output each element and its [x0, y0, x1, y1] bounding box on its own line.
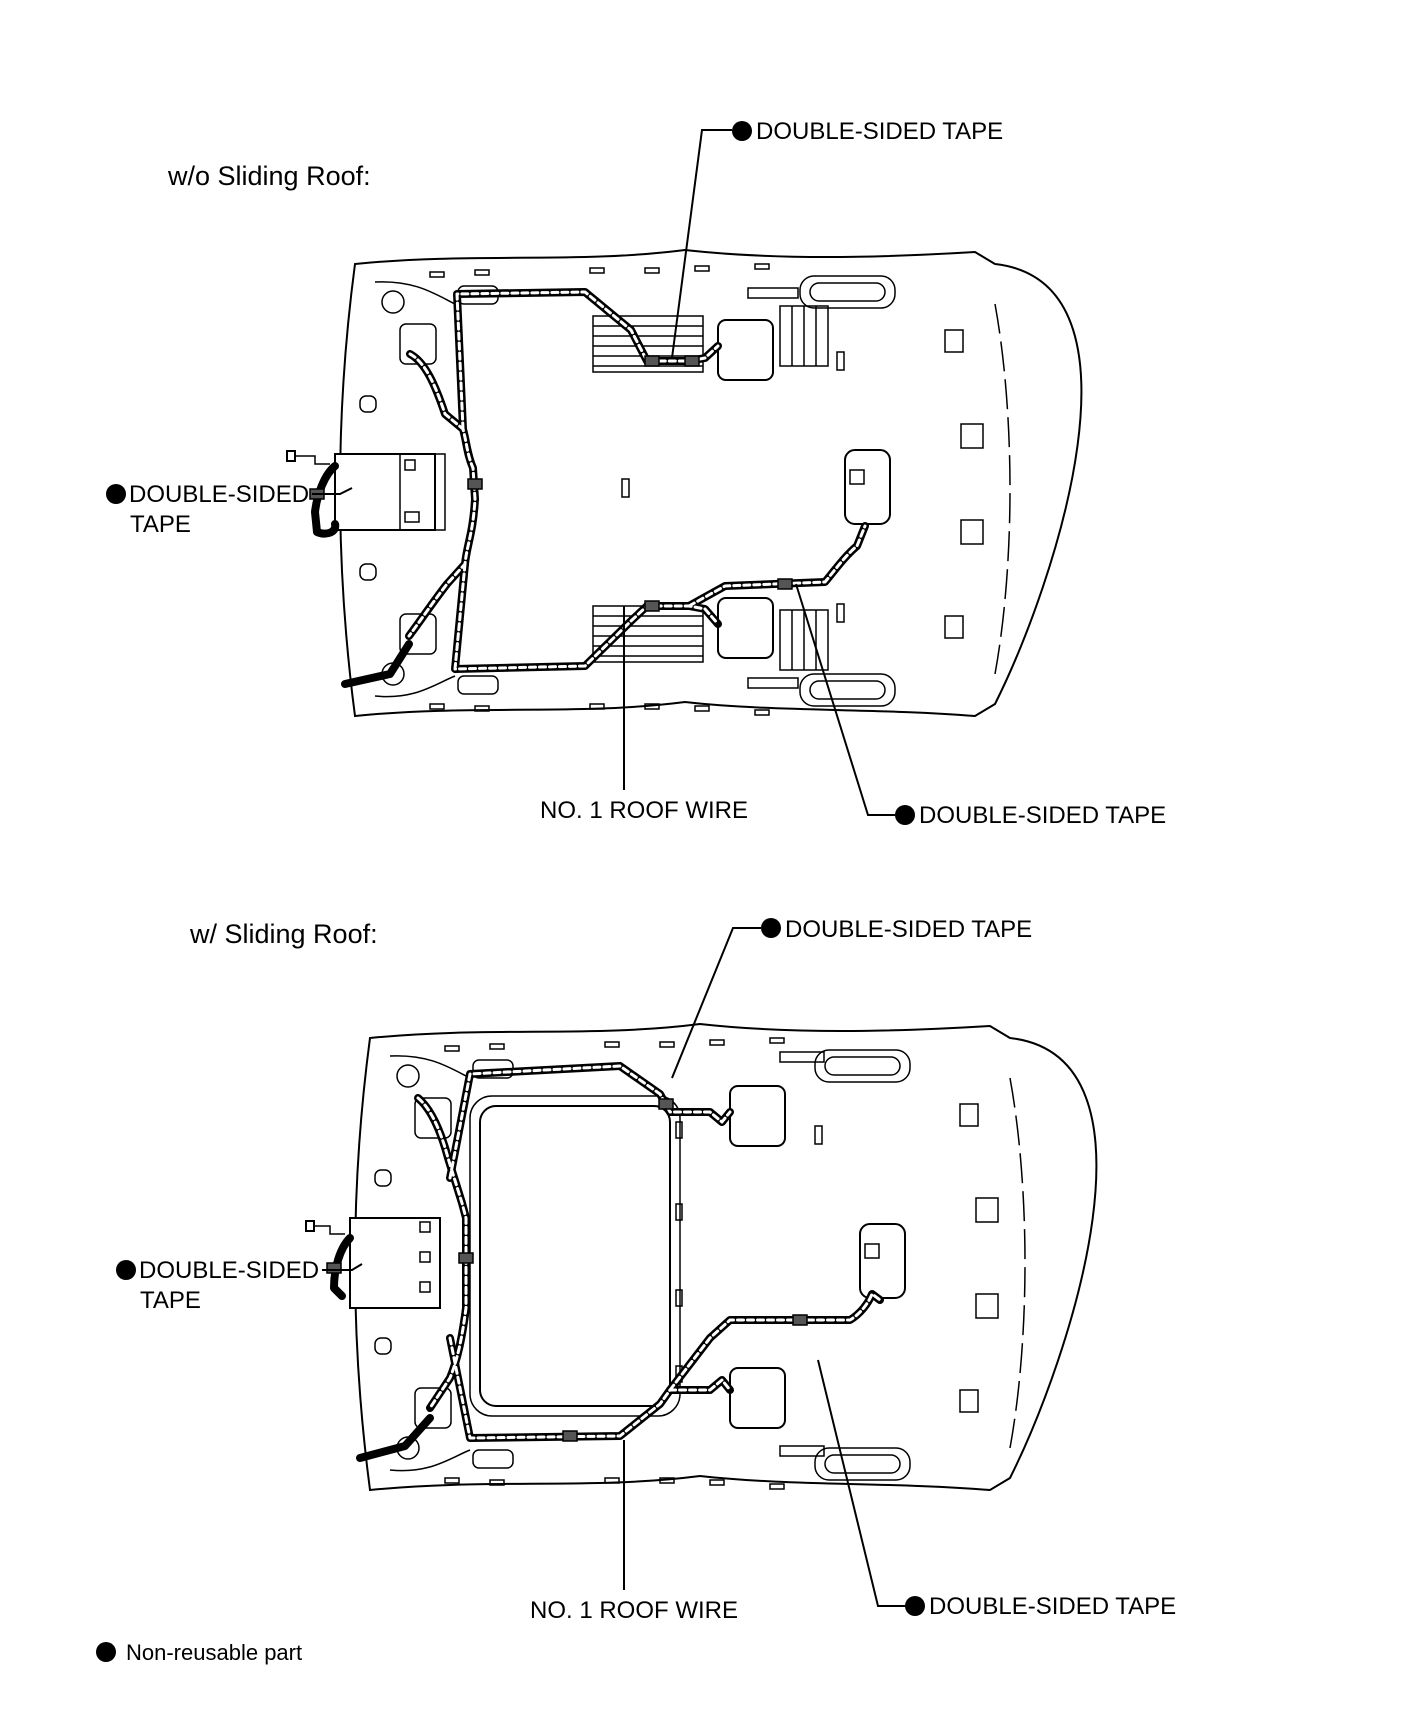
headliner-outline [305, 1023, 1098, 1491]
callout-label: TAPE [140, 1287, 201, 1314]
callout-label: TAPE [130, 511, 191, 538]
callout-bottom-tape: DOUBLE-SIDED TAPE [817, 1359, 1176, 1620]
speaker-pad-front [717, 319, 774, 381]
sliding-roof-opening [479, 1105, 671, 1407]
tape-marker [458, 1252, 474, 1264]
tape-marker [326, 1262, 342, 1274]
callout-label: DOUBLE-SIDED TAPE [785, 916, 1032, 943]
diagram-without-sliding-roof: w/o Sliding Roof: [106, 118, 1166, 829]
callout-top-tape: DOUBLE-SIDED TAPE [671, 118, 1003, 359]
callout-label: NO. 1 ROOF WIRE [530, 1597, 738, 1624]
non-reusable-marker-icon [905, 1596, 925, 1616]
tape-marker [658, 1098, 674, 1110]
no1-roof-wire [305, 1062, 884, 1462]
overhead-console [349, 1217, 441, 1309]
legend-text: Non-reusable part [126, 1640, 302, 1665]
non-reusable-marker-icon [106, 484, 126, 504]
no1-roof-wire [286, 288, 869, 688]
callout-roof-wire: NO. 1 ROOF WIRE [530, 1440, 738, 1624]
legend: Non-reusable part [96, 1640, 302, 1665]
diagram-title: w/ Sliding Roof: [189, 919, 378, 949]
callout-label: DOUBLE-SIDED TAPE [756, 118, 1003, 145]
callout-label: DOUBLE-SIDED [129, 481, 309, 508]
non-reusable-marker-icon [732, 121, 752, 141]
callout-label: NO. 1 ROOF WIRE [540, 797, 748, 824]
callout-label: DOUBLE-SIDED TAPE [929, 1593, 1176, 1620]
tape-marker [684, 355, 700, 367]
tape-marker [792, 1314, 808, 1326]
callout-label: DOUBLE-SIDED [139, 1257, 319, 1284]
dome-lamp [859, 1223, 906, 1299]
headliner-outline [286, 249, 1083, 717]
tape-marker [644, 355, 660, 367]
speaker-pad-rear [717, 597, 774, 659]
non-reusable-marker-icon [895, 805, 915, 825]
speaker-pad-front [729, 1085, 786, 1147]
callout-left-tape: DOUBLE-SIDED TAPE [106, 481, 353, 538]
dome-lamp [844, 449, 891, 525]
diagram-title: w/o Sliding Roof: [167, 161, 371, 191]
diagram-with-sliding-roof: w/ Sliding Roof: [116, 916, 1176, 1624]
speaker-pad-rear [729, 1367, 786, 1429]
callout-left-tape: DOUBLE-SIDED TAPE [116, 1257, 363, 1314]
callout-top-tape: DOUBLE-SIDED TAPE [671, 916, 1032, 1079]
overhead-console [334, 453, 436, 531]
callout-bottom-tape: DOUBLE-SIDED TAPE [795, 583, 1166, 829]
tape-marker [777, 578, 793, 590]
tape-marker [467, 478, 483, 490]
non-reusable-marker-icon [116, 1260, 136, 1280]
non-reusable-marker-icon [96, 1642, 116, 1662]
non-reusable-marker-icon [761, 918, 781, 938]
tape-marker [562, 1430, 578, 1442]
tape-marker [644, 600, 660, 612]
callout-roof-wire: NO. 1 ROOF WIRE [540, 606, 748, 824]
callout-label: DOUBLE-SIDED TAPE [919, 802, 1166, 829]
